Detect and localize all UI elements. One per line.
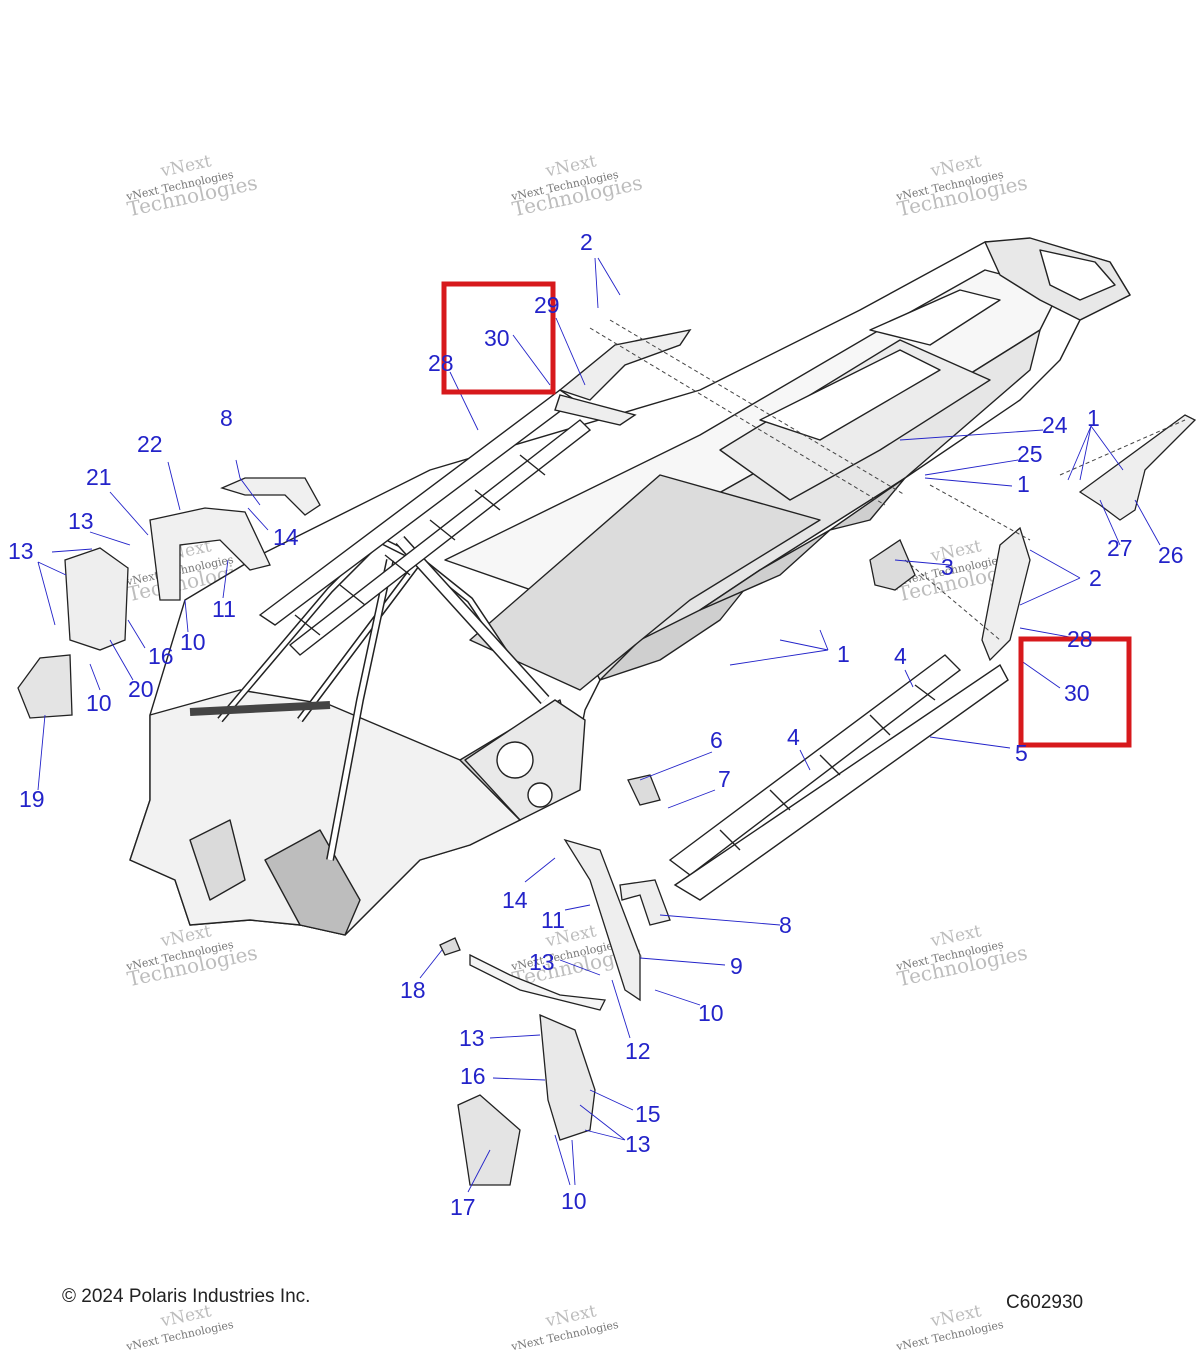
callout-11: 11 [212,596,236,622]
leader-lines [37,257,1161,1193]
callout-21: 21 [86,464,112,490]
alignment-lines [589,319,1186,641]
callout-28: 28 [428,350,454,376]
drawing-number: C602930 [1006,1292,1084,1313]
callout-8: 8 [779,912,792,938]
callout-12: 12 [625,1038,651,1064]
callout-18: 18 [400,977,426,1003]
callout-1: 1 [1017,471,1030,497]
callout-14: 14 [502,887,528,913]
callout-30: 30 [484,325,510,351]
callout-24: 24 [1042,412,1068,438]
callout-28: 28 [1067,626,1093,652]
callout-10: 10 [180,629,206,655]
callout-19: 19 [19,786,45,812]
callout-10: 10 [86,690,112,716]
callout-16: 16 [460,1063,486,1089]
callout-20: 20 [128,676,154,702]
callout-13: 13 [68,508,94,534]
copyright-notice: © 2024 Polaris Industries Inc. [62,1286,311,1307]
watermark: vNext vNext Technologies Technologies [894,151,1029,221]
highlight-box-right [1018,636,1132,748]
callout-6: 6 [710,727,723,753]
callout-10: 10 [561,1188,587,1214]
lower-parts [439,774,671,1186]
callout-4: 4 [894,643,907,669]
callout-22: 22 [137,431,163,457]
watermark: vNext vNext Technologies [894,1301,1005,1350]
callout-26: 26 [1158,542,1184,568]
callout-8: 8 [220,405,233,431]
highlight-boxes [441,281,1132,748]
watermark: vNext vNext Technologies Technologies [509,151,644,221]
callout-13: 13 [625,1131,651,1157]
watermark: vNext vNext Technologies Technologies [124,151,259,221]
running-boards [258,328,1009,901]
callout-15: 15 [635,1101,661,1127]
callout-30: 30 [1064,680,1090,706]
callout-7: 7 [718,766,731,792]
watermark: vNext vNext Technologies Technologies [894,921,1029,991]
highlight-box-top [441,281,556,395]
callout-25: 25 [1017,441,1043,467]
callout-2: 2 [580,229,593,255]
callout-5: 5 [1015,740,1028,766]
callout-4: 4 [787,724,800,750]
callout-14: 14 [273,524,299,550]
callout-2: 2 [1089,565,1102,591]
chassis-frame [129,237,1131,936]
callout-16: 16 [148,643,174,669]
callout-10: 10 [698,1000,724,1026]
callouts: 2 30 29 28 8 22 21 13 14 13 11 10 16 20 … [8,229,1184,1220]
callout-17: 17 [450,1194,476,1220]
callout-29: 29 [534,292,560,318]
callout-3: 3 [941,554,954,580]
callout-1: 1 [1087,405,1100,431]
callout-1: 1 [837,641,850,667]
callout-11: 11 [541,907,565,933]
callout-13: 13 [459,1025,485,1051]
callout-13: 13 [8,538,34,564]
callout-9: 9 [730,953,743,979]
watermark: vNext vNext Technologies [509,1301,620,1350]
right-side-parts [869,414,1197,662]
callout-13: 13 [529,949,555,975]
callout-27: 27 [1107,535,1133,561]
